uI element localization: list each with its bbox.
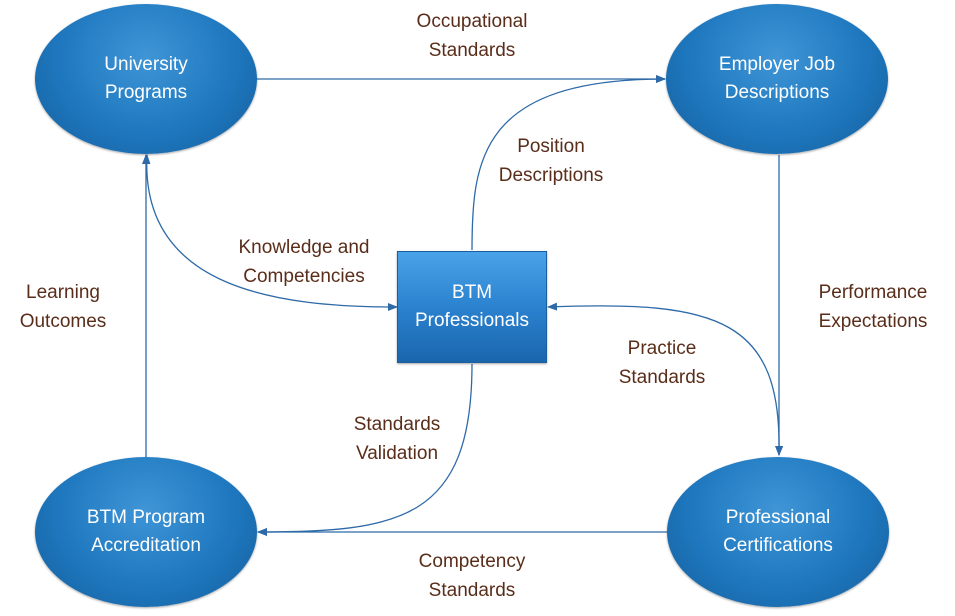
label-competency-standards: Competency Standards [418, 551, 526, 601]
arrow-practice-standards [547, 302, 784, 456]
label-knowledge-and-competencies: Knowledge and Competencies [238, 237, 370, 287]
label-standards-validation: Standards Validation [353, 414, 441, 464]
arrow-knowledge-and-competencies [142, 154, 398, 311]
node-professional-certifications: Professional Certifications [667, 457, 889, 607]
node-btm-program-accreditation-label: BTM Program Accreditation [86, 507, 206, 556]
label-performance-expectations: Performance Expectations [818, 282, 928, 332]
node-employer-job-descriptions-label: Employer Job Descriptions [718, 54, 836, 103]
label-occupational-standards: Occupational Standards [416, 11, 528, 61]
label-learning-outcomes: Learning Outcomes [19, 282, 107, 332]
arrow-standards-validation [257, 363, 473, 536]
node-btm-professionals: BTM Professionals [397, 251, 547, 363]
label-practice-standards: Practice Standards [618, 338, 706, 388]
node-btm-professionals-label: BTM Professionals [414, 282, 530, 331]
node-btm-program-accreditation: BTM Program Accreditation [35, 457, 257, 607]
node-university-programs-label: University Programs [104, 54, 188, 103]
node-professional-certifications-label: Professional Certifications [723, 507, 833, 556]
arrow-position-descriptions [471, 75, 666, 251]
node-university-programs: University Programs [35, 4, 257, 154]
node-employer-job-descriptions: Employer Job Descriptions [666, 4, 888, 154]
label-position-descriptions: Position Descriptions [498, 136, 604, 186]
